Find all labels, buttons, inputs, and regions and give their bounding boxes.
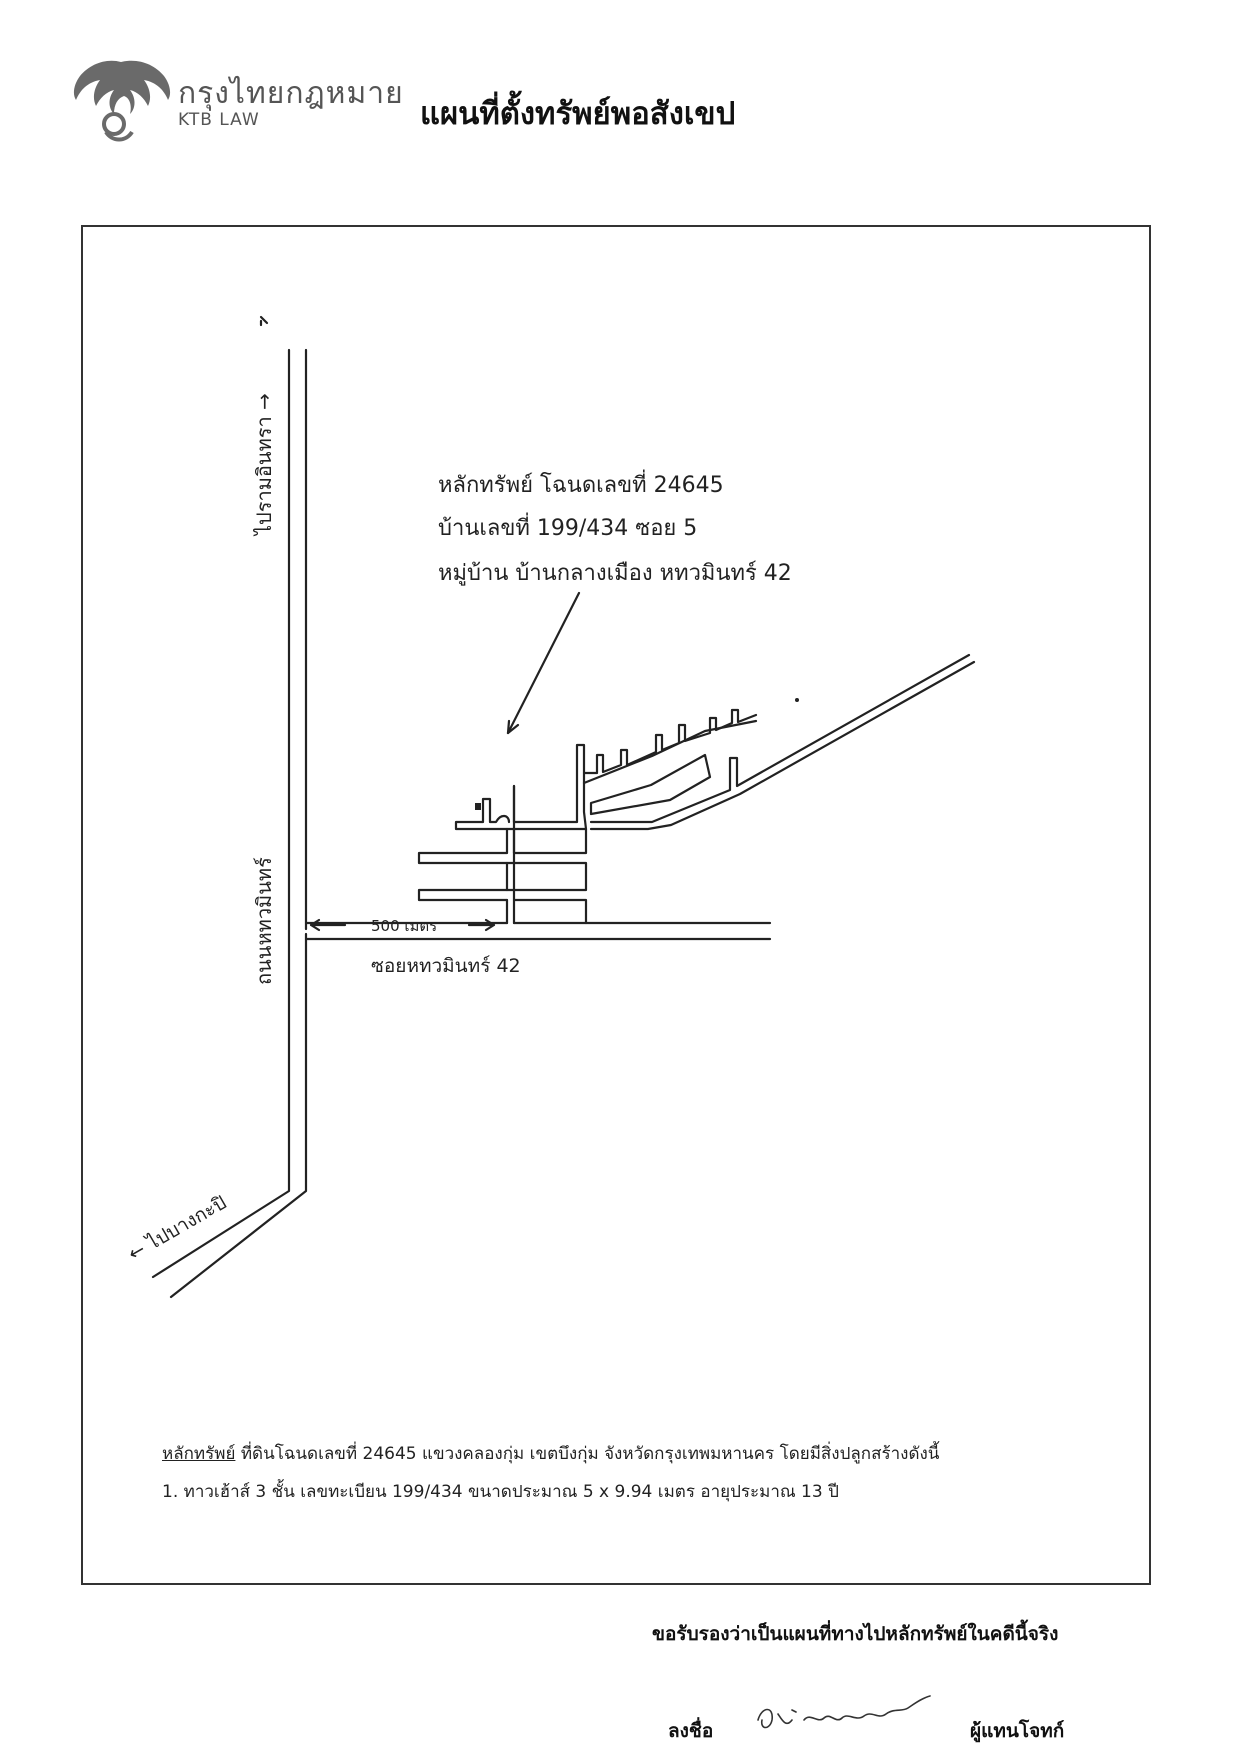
asset-note-line-2: บ้านเลขที่ 199/434 ซอย 5 xyxy=(438,512,697,541)
asset-item-1: 1. ทาวเฮ้าส์ 3 ชั้น เลขทะเบียน 199/434 ข… xyxy=(162,1482,839,1502)
main-road-right-edge xyxy=(169,348,308,1299)
page-title: แผนที่ตั้งทรัพย์พอสังเขป xyxy=(420,96,736,132)
block-c xyxy=(512,898,588,925)
main-road-left-edge xyxy=(151,348,291,1279)
signature-icon xyxy=(757,1695,931,1729)
map-frame xyxy=(81,225,1151,1585)
block-b xyxy=(512,861,588,892)
inner-block xyxy=(589,753,712,816)
asset-description: หลักทรัพย์ ที่ดินโฉนดเลขที่ 24645 แขวงคล… xyxy=(162,1440,939,1467)
asset-note-line-1: หลักทรัพย์ โฉนดเลขที่ 24645 xyxy=(438,469,724,498)
road-to-ramintra-label: ไปรามอินทรา → xyxy=(252,393,276,537)
logo-english-text: KTB LAW xyxy=(178,110,260,130)
logo-thai-text: กรุงไทยกฎหมาย xyxy=(178,76,404,111)
asset-note-line-3: หมู่บ้าน บ้านกลางเมือง หทวมินทร์ 42 xyxy=(438,561,792,586)
signer-role: ผู้แทนโจทก์ xyxy=(970,1720,1065,1742)
block-a xyxy=(512,827,588,855)
pointer-arrow xyxy=(506,591,581,735)
main-road-name-label: ถนนหทวมินทร์ xyxy=(252,857,276,985)
certification-text: ขอรับรองว่าเป็นแผนที่ทางไปหลักทรัพย์ในคด… xyxy=(652,1623,1059,1645)
location-sketch-map: ไปรามอินทรา → ถนนหทวมินทร์ ← ไปบางกะปิ ซ… xyxy=(125,315,976,1299)
sign-label: ลงชื่อ xyxy=(668,1720,714,1742)
distance-label: 500 เมตร xyxy=(371,917,437,935)
road-to-bangkapi-label: ← ไปบางกะปิ xyxy=(125,1192,231,1266)
ktb-law-logo-icon xyxy=(73,60,171,142)
soi-name-label: ซอยหทวมินทร์ 42 xyxy=(371,955,521,977)
asset-label: หลักทรัพย์ xyxy=(162,1444,236,1464)
asset-description-text: ที่ดินโฉนดเลขที่ 24645 แขวงคลองกุ่ม เขตบ… xyxy=(235,1444,940,1464)
